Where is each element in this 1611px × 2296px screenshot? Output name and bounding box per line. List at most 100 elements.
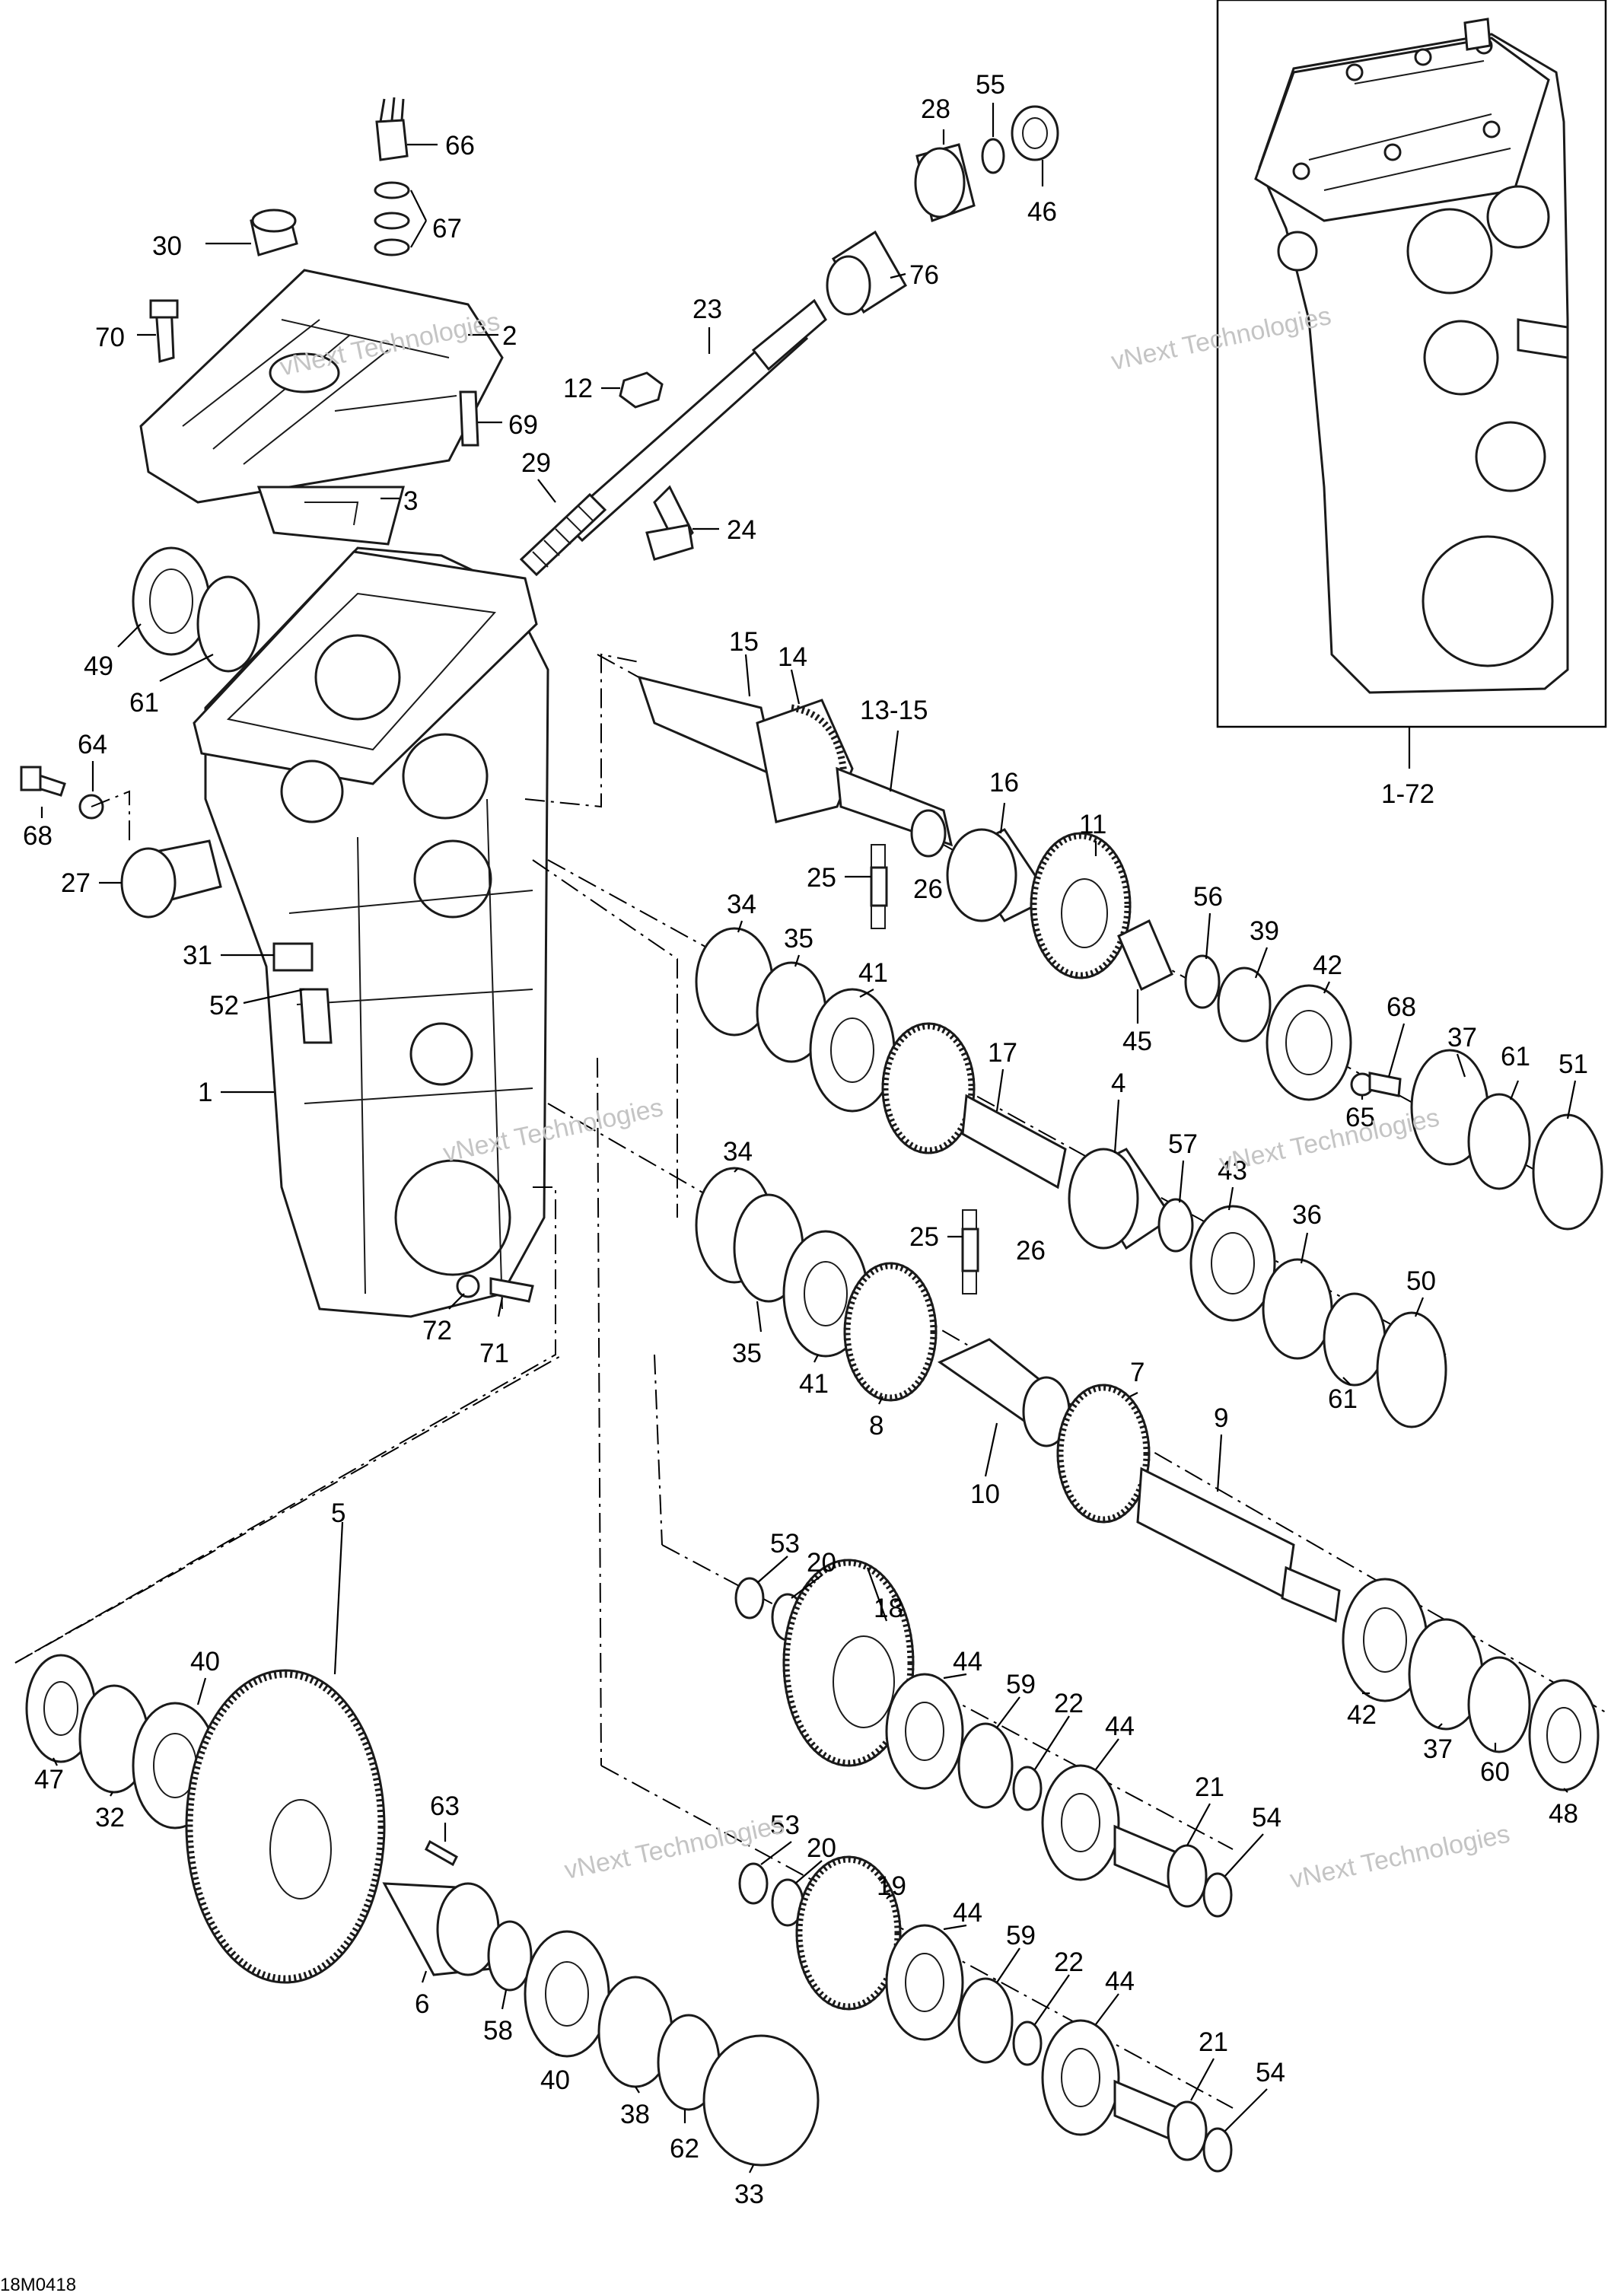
leader-20b	[794, 1860, 823, 1884]
callout-49: 49	[84, 651, 113, 681]
part-49-washer-inner	[149, 568, 193, 634]
assembled-bolt-6	[1482, 120, 1501, 139]
part-29-spring	[519, 492, 607, 577]
callout-9: 9	[1214, 1403, 1228, 1433]
main-housing-group	[20, 546, 549, 1318]
part-24-detent-body	[645, 524, 694, 561]
part-54-cap-lower	[1202, 2127, 1233, 2173]
callout-39: 39	[1250, 916, 1279, 946]
housing-ribs	[288, 798, 533, 1310]
part-7-gear-teeth	[1056, 1384, 1151, 1524]
callout-19: 19	[877, 1871, 906, 1901]
part-56-circlip	[1184, 954, 1221, 1009]
part-45-bearing	[1117, 919, 1173, 992]
leader-35b	[756, 1301, 763, 1333]
callout-69: 69	[508, 410, 538, 440]
leader-50	[1414, 1297, 1425, 1317]
leader-56	[1205, 912, 1211, 960]
assembly-inset-frame	[1216, 0, 1607, 728]
leader-13-15	[889, 730, 899, 792]
part-61-circlip-upper-right	[1467, 1093, 1531, 1190]
part-51-cap	[1532, 1113, 1603, 1231]
leader-43	[1227, 1186, 1234, 1211]
callout-31: 31	[183, 941, 212, 970]
callout-33: 33	[734, 2180, 764, 2209]
leader-10	[984, 1422, 998, 1477]
part-1-housing-opening	[226, 592, 496, 751]
part-52-seal-pin	[299, 988, 333, 1044]
callout-11: 11	[1079, 810, 1106, 839]
callout-40a: 40	[190, 1647, 220, 1677]
part-53-cap-lower	[738, 1862, 769, 1905]
part-42-bearing-upper	[1266, 984, 1352, 1101]
part-17-gear-teeth	[881, 1022, 976, 1154]
part-27-plug-head	[120, 847, 177, 919]
part-33-cap	[702, 2034, 820, 2167]
callout-18: 18	[874, 1594, 903, 1623]
callout-66: 66	[445, 131, 475, 161]
callout-72: 72	[422, 1316, 452, 1345]
assembly-inset	[1216, 0, 1607, 769]
part-53-cap-upper	[734, 1577, 765, 1619]
callout-7: 7	[1130, 1358, 1145, 1387]
part-41-bearing-lower-inner	[804, 1261, 848, 1326]
callout-58: 58	[483, 2016, 513, 2046]
callout-34a: 34	[727, 890, 756, 919]
part-5-large-gear-teeth	[186, 1670, 385, 1982]
counter-shaft-group	[547, 859, 1447, 1428]
leader-37b	[1437, 1723, 1443, 1728]
part-9-output-shaft-end	[1281, 1565, 1341, 1623]
callout-26b: 26	[1016, 1236, 1046, 1266]
housing-bore-5	[394, 1159, 511, 1276]
assembled-bore-3	[1423, 320, 1499, 396]
part-72-washer	[456, 1274, 480, 1298]
part-58-circlip	[487, 1920, 533, 1992]
callout-2: 2	[502, 321, 517, 351]
output-shaft-group	[547, 1103, 1606, 1791]
part-44-bearing-2-inner	[1061, 1793, 1100, 1852]
callout-12: 12	[563, 374, 593, 403]
part-3-gasket	[256, 486, 405, 546]
leader-21a	[1186, 1803, 1211, 1846]
leader-61b	[1509, 1080, 1520, 1100]
figure-code: 18M0418	[0, 2275, 76, 2295]
callout-59a: 59	[1006, 1670, 1036, 1699]
leader-41b	[813, 1354, 819, 1363]
callout-60: 60	[1480, 1757, 1510, 1787]
part-55-oring	[981, 138, 1005, 174]
part-40-bearing-right-inner	[545, 1961, 589, 2027]
part-18-gear-hub	[833, 1635, 895, 1728]
part-63-key	[425, 1839, 458, 1867]
leader-48	[1563, 1788, 1568, 1793]
callout-43: 43	[1218, 1156, 1247, 1186]
part-46-seal	[1011, 105, 1059, 161]
part-11-gear-teeth	[1030, 832, 1132, 979]
callout-57: 57	[1168, 1129, 1198, 1159]
leader-44b	[1095, 1738, 1119, 1770]
callout-42b: 42	[1347, 1700, 1377, 1730]
shift-shaft-group	[519, 105, 1059, 577]
assembled-bolt-1	[1345, 63, 1364, 81]
leader-57	[1178, 1160, 1185, 1203]
callout-45: 45	[1122, 1027, 1152, 1056]
part-30-plug-top	[251, 209, 297, 233]
leader-59b	[996, 1947, 1020, 1983]
callout-36: 36	[1292, 1200, 1322, 1230]
leader-61a	[159, 654, 214, 682]
idler-upper-group	[654, 1354, 1234, 1918]
assembled-output-spline	[1517, 318, 1569, 359]
callout-76: 76	[909, 260, 939, 290]
part-60-circlip	[1467, 1656, 1531, 1753]
part-41-bearing-upper-inner	[830, 1017, 874, 1083]
callout-67: 67	[432, 214, 462, 244]
part-28-plug-face	[914, 147, 966, 218]
part-57-circlip	[1157, 1198, 1194, 1253]
axis-idler-upper	[654, 1354, 663, 1546]
callout-16: 16	[989, 768, 1019, 798]
callout-52: 52	[209, 991, 239, 1021]
callout-34b: 34	[723, 1137, 753, 1167]
part-18-gear-teeth	[782, 1559, 915, 1767]
part-68-bolt-right	[1368, 1072, 1402, 1097]
part-50-cap	[1376, 1311, 1447, 1428]
callout-26a: 26	[913, 874, 943, 904]
